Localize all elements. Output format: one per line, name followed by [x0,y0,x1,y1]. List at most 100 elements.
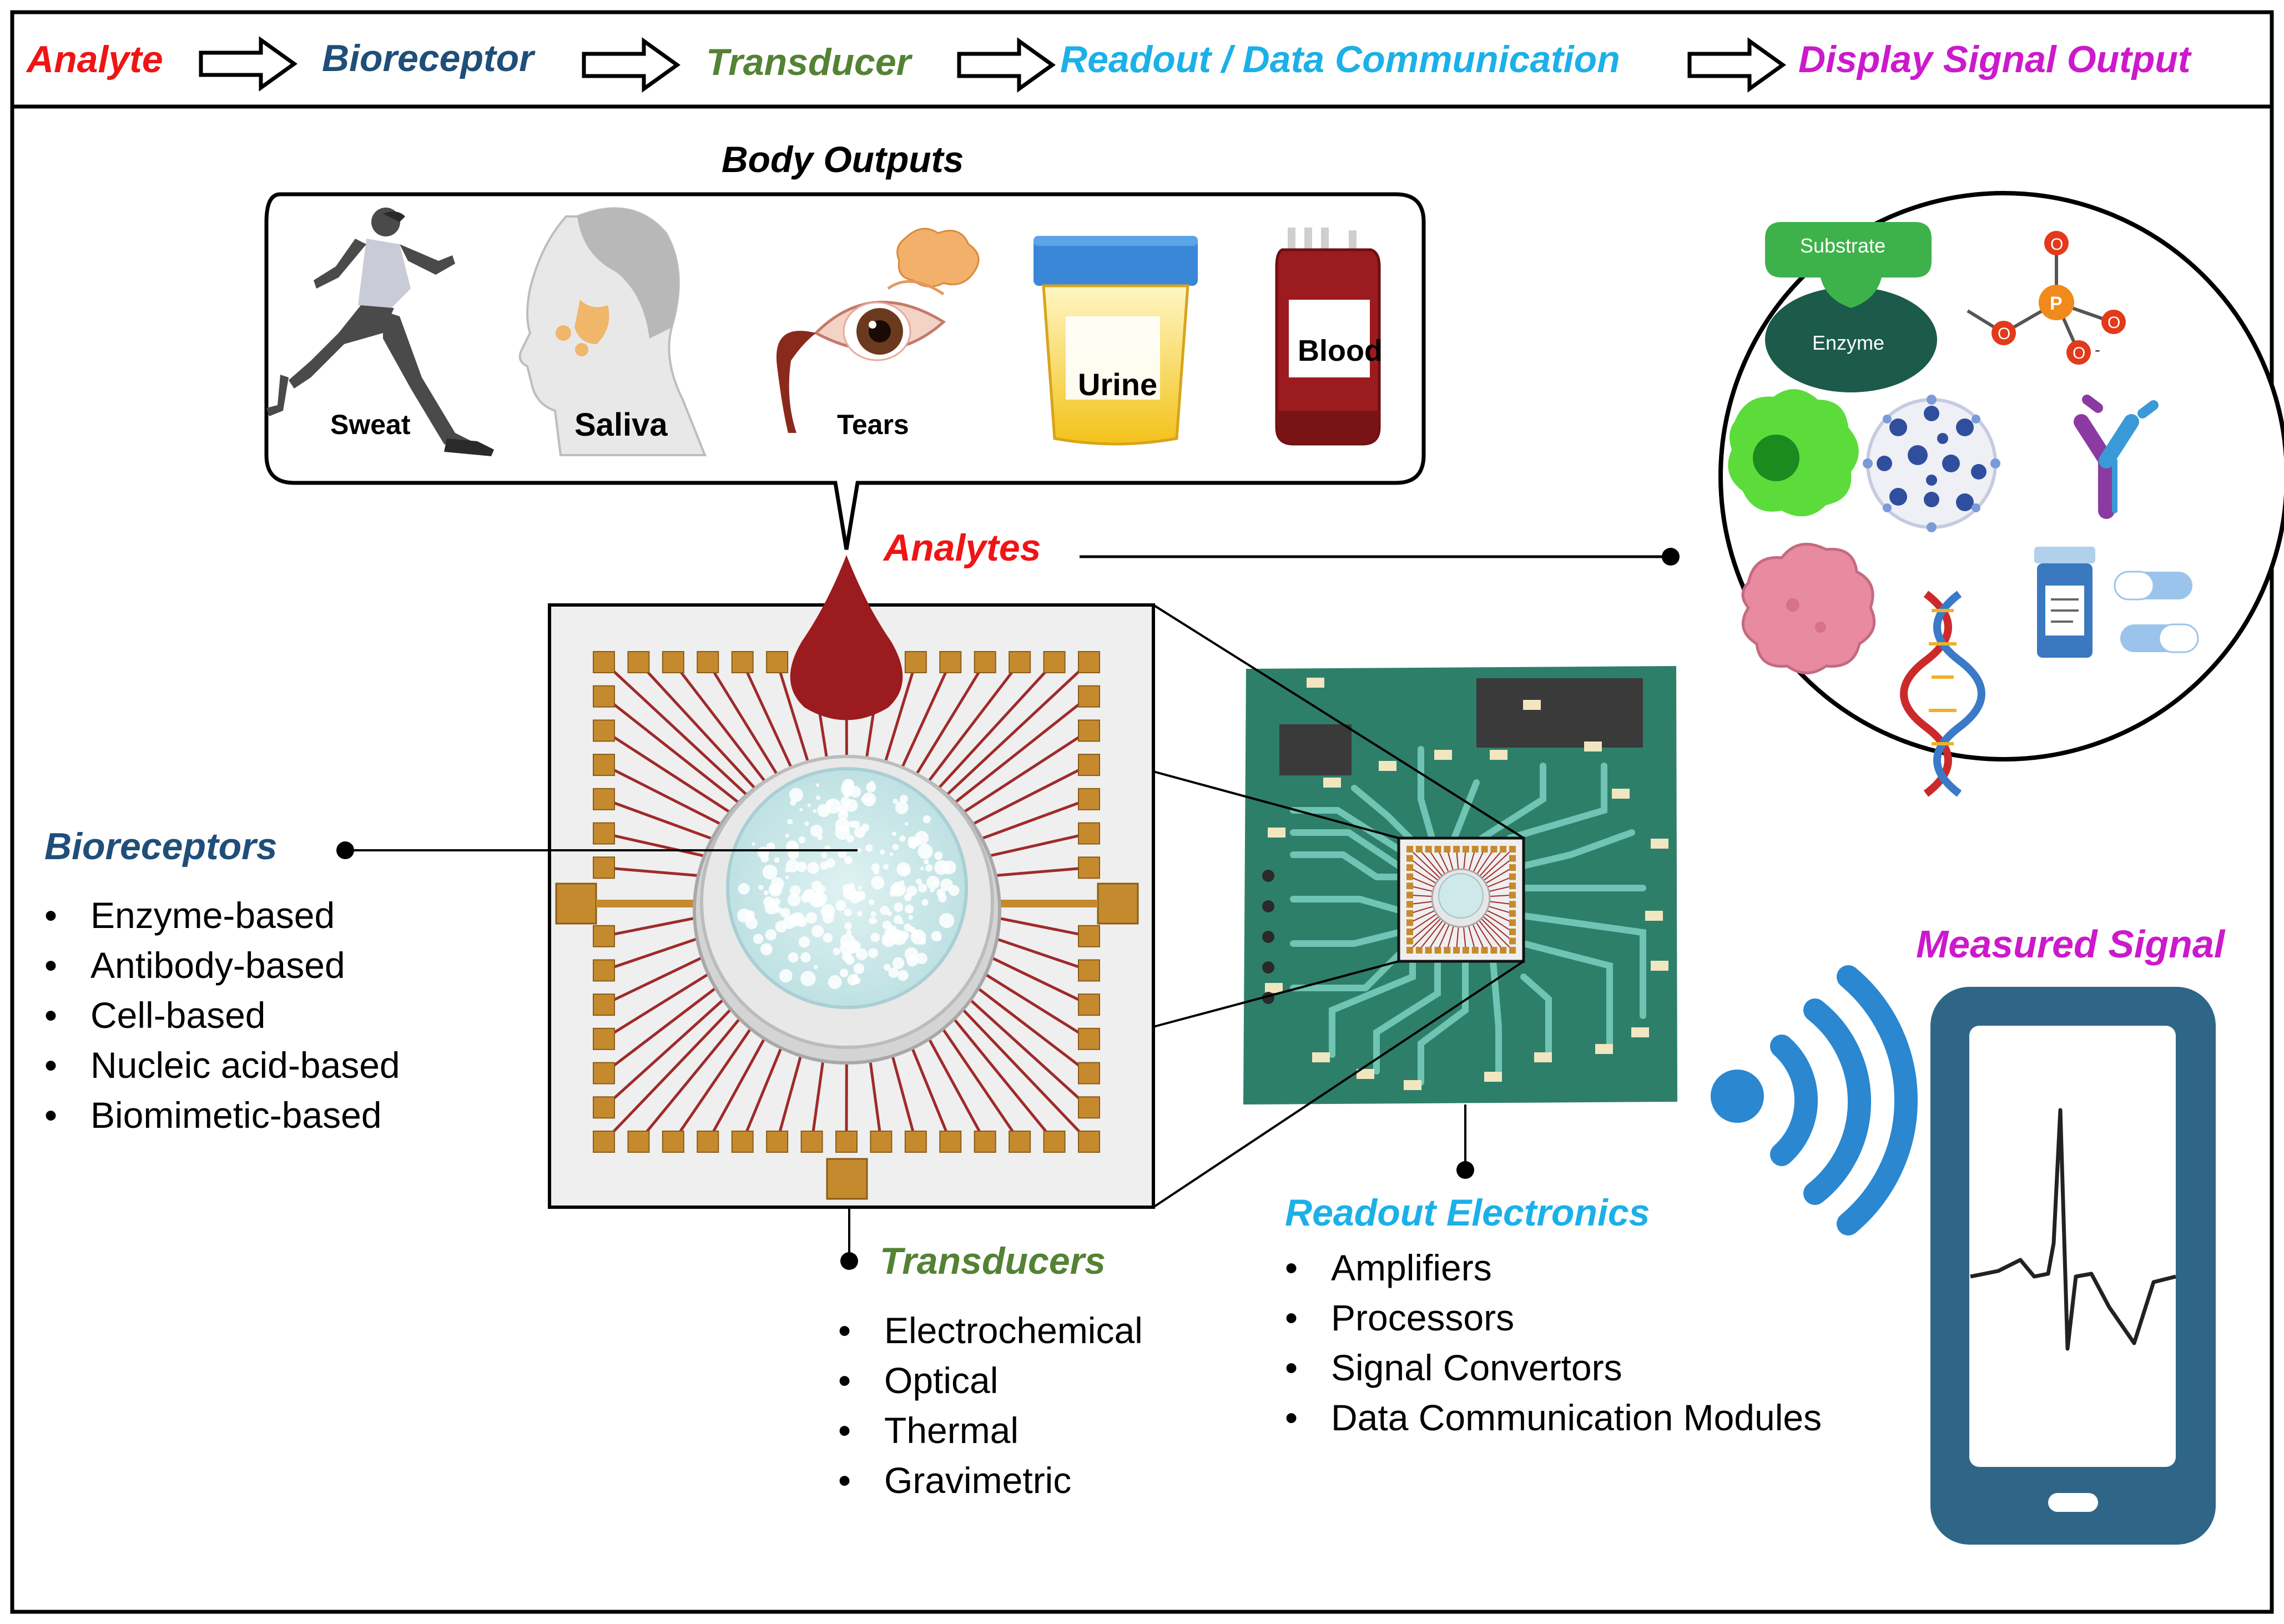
readout-item: Amplifiers [1331,1247,1492,1288]
well-bubble [899,835,906,842]
chip-pad [1078,1027,1100,1050]
chip-pad [593,925,615,947]
substrate-label: Substrate [1800,234,1885,257]
well-bubble [835,818,850,833]
chip-pad [662,651,684,673]
chip-pad [731,1131,754,1153]
well-bubble [856,948,868,960]
chip-pad [593,1027,615,1050]
well-bubble [934,851,943,860]
well-bubble [865,844,873,852]
well-bubble [905,904,914,914]
well-bubble [918,884,927,893]
chip-pad [1078,1131,1100,1153]
well-bubble [771,877,784,891]
well-bubble [779,969,793,983]
well-bubble [783,916,796,929]
mini-chip-pad [1406,947,1413,954]
mini-chip-pad [1444,846,1451,853]
readout-item: Signal Convertors [1331,1347,1622,1388]
readout-bullet: • [1285,1297,1298,1338]
chip-pad [593,993,615,1016]
well-bubble [849,891,861,904]
mini-chip-detail [1406,846,1516,954]
well-bubble [853,963,865,974]
mini-chip-pad [1434,846,1441,853]
pcb-pads [1265,678,1668,1090]
well-bubble [919,938,926,945]
chip-pad [697,651,719,673]
pcb-pad [1490,750,1507,760]
chip-pad [593,685,615,708]
mini-chip-pad [1406,937,1413,945]
chip-pad [800,1131,823,1153]
chip-pad [939,651,962,673]
chip-pad [1078,719,1100,742]
mini-chip-wire [1409,914,1445,951]
body-outputs-title: Body Outputs [722,139,964,180]
well-bubble [828,975,842,989]
chip-wire [741,661,798,780]
well-bubble [883,864,889,870]
flow-arrow-4 [1687,37,1787,93]
mini-chip-pad [1471,846,1479,853]
chip-pad [593,651,615,673]
well-bubble [938,894,947,902]
pcb-traces [1290,746,1646,1086]
bioreceptor-bullet: • [44,895,57,936]
chip-wire [637,661,768,801]
mini-chip-pad [1453,947,1460,954]
mini-chip-pad [1481,846,1488,853]
well-bubble [796,916,808,927]
well-bubble [889,852,893,856]
flow-arrow-3 [957,37,1056,93]
blood-drop-icon [790,555,903,720]
mini-chip-pad [1444,947,1451,954]
well-bubble [922,815,931,824]
mini-chip-pad [1406,901,1413,908]
mini-chip-pad [1509,891,1516,899]
chip-wire [603,763,742,836]
mini-chip-wire [1475,849,1504,881]
well-bubble [786,819,793,825]
mini-chip-pad [1406,855,1413,862]
readout-item: Data Communication Modules [1331,1397,1822,1438]
well-bubble [835,825,839,830]
well-bubble [916,878,922,885]
well-bubble [868,948,879,959]
well-bubble [780,907,790,918]
well-bubble [892,957,905,969]
well-bubble [935,935,942,941]
pcb-trace [1418,958,1469,1086]
well-bubble [752,842,755,846]
mini-chip-pad [1415,846,1423,853]
well-bubble [846,835,854,843]
well-bubble [948,885,960,896]
pcb-trace [1520,974,1552,1058]
antibody-icon [2074,395,2159,519]
pcb-pad [1434,750,1452,760]
chip-pad [1078,959,1100,982]
well-bubble [869,917,876,925]
flow-step-readout: Readout / Data Communication [1060,38,1620,80]
bioreceptor-bullet: • [44,995,57,1036]
well-bubble [800,893,810,903]
enzyme-substrate-icon [1765,222,1937,392]
pcb-trace [1290,896,1402,914]
flow-arrow-2 [582,37,681,93]
protein-icon [1741,542,1876,674]
bioreceptor-item: Enzyme-based [90,895,335,936]
mini-chip-pad [1509,910,1516,917]
chip-wire [603,661,761,808]
ecg-trace [1970,1108,2176,1351]
measured-signal-title: Measured Signal [1916,922,2226,966]
chip-pad [1078,1062,1100,1085]
pcb-pad [1307,678,1324,688]
well-bubble [849,786,861,798]
well-bubble [884,964,891,971]
transducer-item: Optical [884,1360,998,1401]
pcb-trace [1290,951,1402,991]
pcb-pad [1584,742,1602,752]
well-bubble [738,882,750,895]
